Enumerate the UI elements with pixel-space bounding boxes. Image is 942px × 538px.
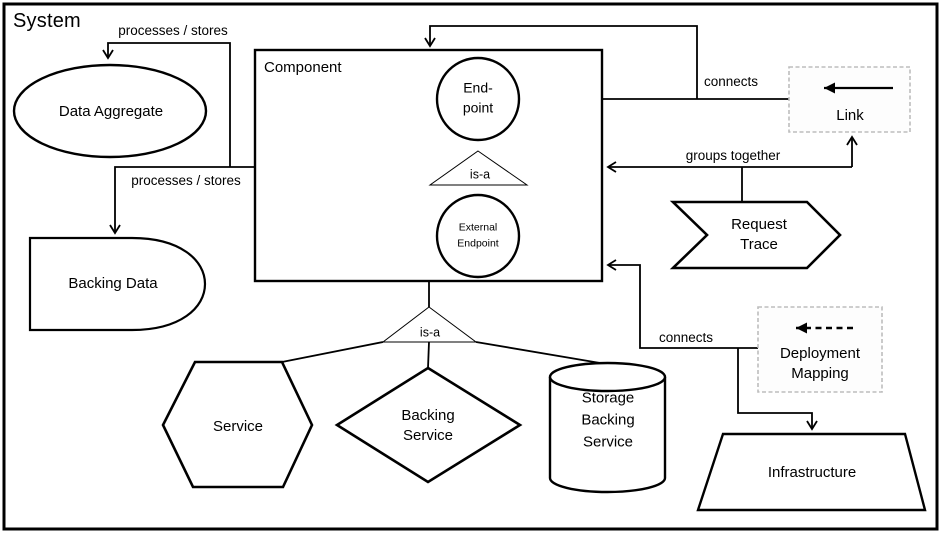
request-trace-chevron <box>669 200 842 270</box>
deployment-mapping-box <box>757 306 883 393</box>
edge-processes-stores-to-data-aggregate <box>102 42 231 167</box>
service-hexagon <box>161 360 314 489</box>
edge-connects-to-component-right <box>606 259 758 349</box>
backing-data-shape <box>28 236 207 332</box>
endpoint-circle <box>435 56 521 142</box>
edge-isa-to-service <box>281 341 384 363</box>
link-box <box>788 66 911 133</box>
data-aggregate-ellipse <box>12 63 208 159</box>
edge-processes-stores-to-backing-data <box>109 166 255 235</box>
edge-connects-to-component-top <box>424 25 698 99</box>
edge-deployment-to-infrastructure <box>737 348 818 431</box>
system-boundary <box>2 2 939 531</box>
is-a-triangle-inner <box>428 150 529 186</box>
is-a-triangle-outer <box>381 306 478 343</box>
infrastructure-trapezoid <box>696 432 927 512</box>
edge-isa-to-storage <box>475 341 601 364</box>
storage-cylinder-body <box>548 377 667 494</box>
component-box <box>253 48 604 283</box>
edge-isa-to-backing-service <box>427 341 430 369</box>
external-endpoint-circle <box>435 193 521 279</box>
storage-cylinder-top <box>548 361 667 393</box>
backing-service-diamond <box>334 366 523 484</box>
